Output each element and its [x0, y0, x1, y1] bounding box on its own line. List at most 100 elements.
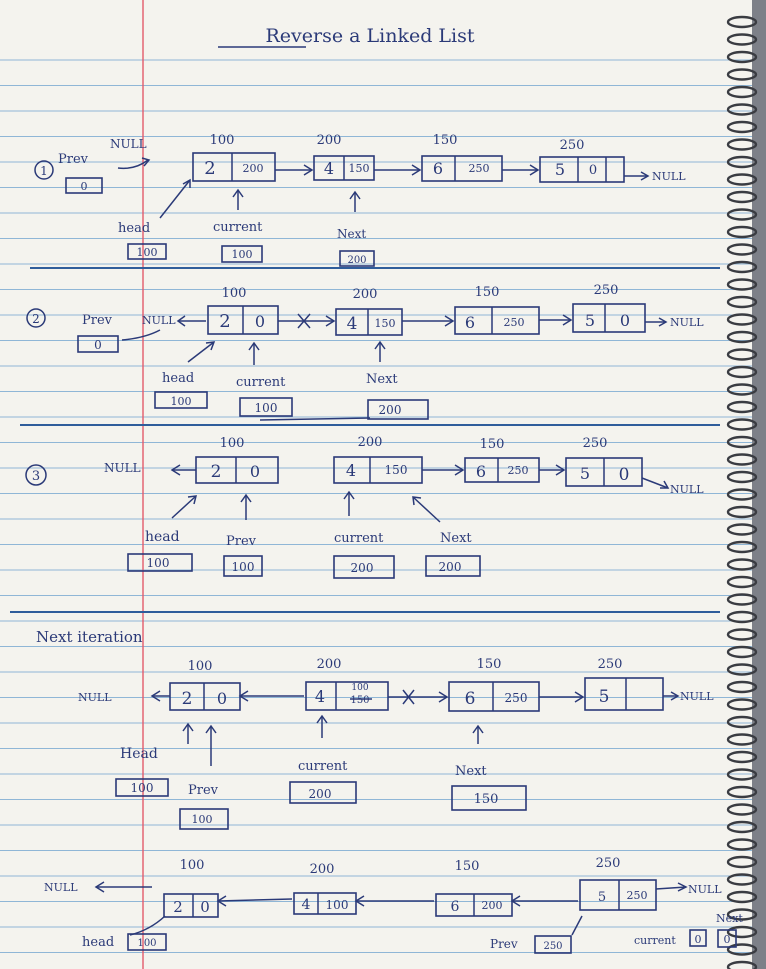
- spiral-ring: [726, 103, 758, 116]
- node-address: 100: [180, 858, 205, 873]
- node-data: 4: [315, 687, 325, 706]
- null-label-right: NULL: [670, 316, 704, 329]
- spiral-ring: [726, 523, 758, 536]
- pointer-value-box: [127, 553, 193, 572]
- pointer-label-head: head: [82, 935, 114, 950]
- pointer-value-next: 200: [347, 255, 366, 266]
- node-data: 4: [346, 461, 356, 480]
- step-number: 3: [32, 469, 40, 484]
- spiral-ring: [726, 925, 758, 939]
- spiral-ring: [726, 190, 758, 204]
- pointer-value-box: [115, 778, 169, 797]
- node-box: [539, 156, 625, 183]
- node-next: 250: [627, 889, 648, 902]
- node-data: 5: [585, 311, 595, 330]
- spiral-ring: [726, 330, 758, 344]
- node-next: 0: [200, 898, 210, 916]
- node-next: 100: [351, 683, 368, 693]
- step-number-circle: [34, 160, 54, 180]
- step-number-circle: [25, 464, 47, 486]
- pointer-value-prev: 250: [543, 941, 562, 952]
- step-2: 2 Prev NULL 0 100 2 0 200 4 150 150 6 25…: [26, 283, 704, 421]
- step-1: 1 Prev NULL 0 100 2 200 200 4 150 150 6 …: [34, 133, 686, 267]
- head-pointer-arrowhead: [182, 178, 191, 188]
- node-address: 100: [210, 133, 235, 148]
- pointer-value-box: [333, 555, 395, 579]
- spiral-ring: [726, 733, 758, 746]
- link-arrows: [176, 313, 668, 329]
- node-next: 250: [469, 162, 490, 175]
- pointer-label-current: current: [634, 934, 676, 947]
- prev-null: NULL: [142, 314, 176, 327]
- current-pointer-arrowhead: [248, 341, 260, 351]
- link-arrows: [216, 882, 688, 907]
- next-pointer-arrowhead: [412, 496, 422, 506]
- pointer-value-next: 0: [724, 933, 731, 946]
- spiral-ring: [726, 610, 758, 624]
- ruled-lines: [0, 59, 752, 953]
- current-pointer-arrowhead: [316, 714, 328, 724]
- spiral-ring: [726, 663, 758, 676]
- step-number: 2: [32, 312, 40, 326]
- node-data: 5: [598, 890, 606, 905]
- node-address: 150: [475, 285, 500, 300]
- spiral-ring: [726, 33, 758, 46]
- pointer-label-next: Next: [716, 912, 743, 925]
- spiral-ring: [726, 243, 758, 256]
- node-data: 5: [555, 160, 565, 179]
- spiral-ring: [726, 120, 758, 134]
- pointer-label-head: head: [145, 529, 180, 545]
- null-label-left: NULL: [78, 691, 112, 704]
- step-number-circle: [26, 308, 46, 328]
- spiral-ring: [726, 225, 758, 239]
- pointer-value-box: [289, 781, 357, 804]
- pointer-value-box: [179, 808, 229, 830]
- spiral-ring: [726, 173, 758, 186]
- node-address: 150: [455, 859, 480, 874]
- node-address: 250: [596, 856, 621, 871]
- node-data: 2: [219, 311, 230, 332]
- link-arrowhead: [94, 881, 105, 893]
- spiral-ring: [726, 208, 758, 221]
- node-box: [195, 456, 279, 484]
- node-box: [584, 677, 664, 711]
- pointer-value-current: 100: [255, 401, 278, 415]
- pointer-value-next: 200: [439, 560, 462, 574]
- node-address: 150: [433, 133, 458, 148]
- pointer-value-head: 100: [147, 556, 170, 570]
- prev-pointer-arrow: [571, 915, 583, 936]
- pointer-value-current: 200: [351, 561, 374, 575]
- spiral-ring: [726, 645, 758, 659]
- spiral-ring: [726, 15, 758, 29]
- null-label-left: NULL: [44, 881, 78, 894]
- pointer-value-box: [127, 243, 167, 260]
- null-label-left: NULL: [104, 461, 141, 475]
- spiral-ring: [726, 260, 758, 274]
- node-box: [293, 892, 357, 915]
- pointer-value-next: 200: [379, 403, 402, 417]
- next-pointer-arrowhead: [349, 190, 361, 200]
- pointer-value-box: [239, 397, 293, 417]
- node-data: 4: [347, 314, 358, 334]
- spiral-ring: [726, 365, 758, 379]
- pointer-label-head: head: [118, 221, 150, 236]
- null-label-right: NULL: [670, 483, 704, 496]
- step-number: 1: [40, 164, 48, 178]
- prev-value: 0: [81, 180, 88, 193]
- node-address: 250: [583, 436, 608, 451]
- spiral-ring: [726, 453, 758, 466]
- spiral-ring: [726, 50, 758, 64]
- node-data: 2: [204, 158, 215, 179]
- spiral-ring: [726, 785, 758, 799]
- spiral-ring: [726, 698, 758, 711]
- node-next: 0: [217, 689, 227, 708]
- node-next: 0: [255, 312, 265, 331]
- spiral-ring: [726, 400, 758, 414]
- node-data: 5: [580, 464, 590, 483]
- spiral-ring: [726, 558, 758, 571]
- spiral-ring: [726, 540, 758, 554]
- prev-pointer-arrowhead: [240, 493, 252, 503]
- node-data: 4: [324, 159, 334, 178]
- node-data: 6: [465, 689, 476, 709]
